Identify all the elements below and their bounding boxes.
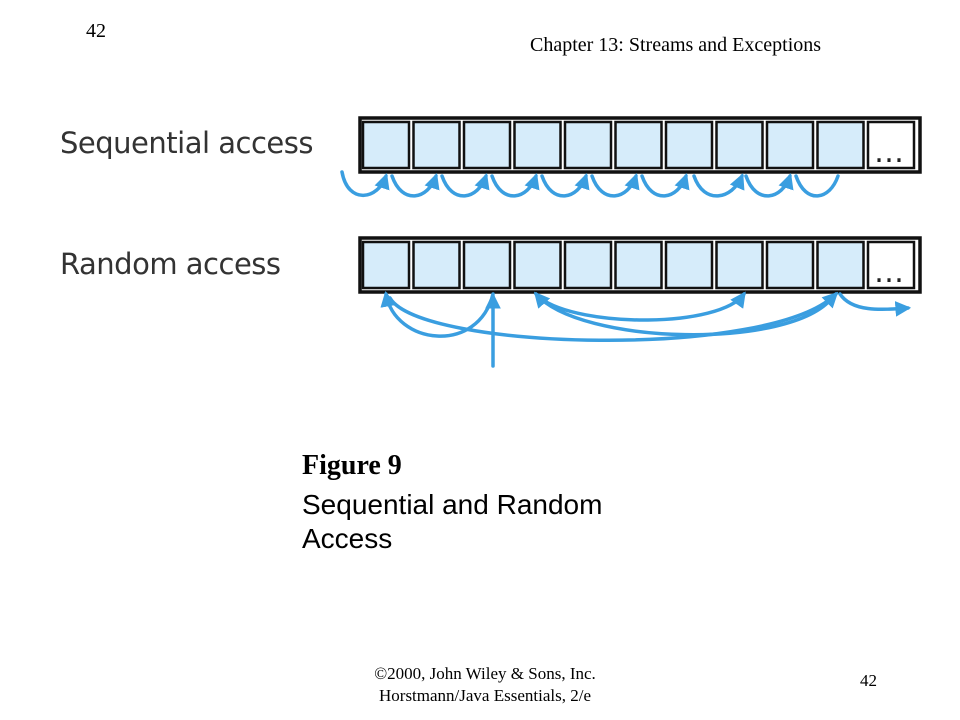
sequential-access-label: Sequential access <box>60 126 313 160</box>
random-cell-10 <box>816 240 865 290</box>
chapter-title: Chapter 13: Streams and Exceptions <box>530 34 822 56</box>
random-cell-6 <box>614 240 663 290</box>
sequential-cell-10 <box>816 120 865 170</box>
random-cell-3 <box>462 240 512 290</box>
rand-arrow-2 <box>388 291 839 343</box>
figure-caption: Sequential and Random Access <box>302 488 702 556</box>
sequential-cell-9 <box>765 120 815 170</box>
sequential-cell-6 <box>614 120 663 170</box>
random-ellipsis: … <box>874 255 904 290</box>
page-number-bottom: 42 <box>860 671 877 690</box>
random-cells <box>358 236 922 294</box>
seq-arrow-10 <box>794 174 840 198</box>
seq-arrow-3 <box>440 173 490 198</box>
sequential-cell-5 <box>563 120 613 170</box>
sequential-ellipsis: … <box>874 135 904 170</box>
figure-caption-line-1: Sequential and Random <box>302 489 603 520</box>
copyright-line-2: Horstmann/Java Essentials, 2/e <box>379 686 591 705</box>
copyright: ©2000, John Wiley & Sons, Inc. Horstmann… <box>360 663 610 707</box>
seq-arrow-6 <box>590 173 640 198</box>
sequential-cell-7 <box>664 120 714 170</box>
rand-arrow-4 <box>538 291 746 322</box>
seq-arrow-8 <box>692 173 745 198</box>
random-cell-1 <box>361 240 411 290</box>
random-cell-2 <box>412 240 461 290</box>
rand-arrow-1 <box>380 290 495 338</box>
sequential-cell-2 <box>412 120 461 170</box>
figure-caption-line-2: Access <box>302 523 393 554</box>
random-cell-4 <box>513 240 562 290</box>
seq-arrow-9 <box>744 173 794 198</box>
seq-arrow-2 <box>390 173 440 198</box>
sequential-cell-3 <box>462 120 512 170</box>
sequential-cell-11 <box>866 120 916 170</box>
random-cell-7 <box>664 240 714 290</box>
random-cell-11 <box>866 240 916 290</box>
seq-arrow-7 <box>640 173 690 198</box>
rand-arrow-3 <box>533 291 834 337</box>
page-number-top: 42 <box>86 20 106 42</box>
random-cell-9 <box>765 240 815 290</box>
copyright-line-1: ©2000, John Wiley & Sons, Inc. <box>374 664 596 683</box>
random-cell-5 <box>563 240 613 290</box>
random-cell-8 <box>715 240 764 290</box>
sequential-cell-1 <box>361 120 411 170</box>
sequential-cell-4 <box>513 120 562 170</box>
sequential-cells <box>358 116 922 174</box>
figure-number: Figure 9 <box>302 450 402 481</box>
seq-arrow-4 <box>490 173 540 198</box>
seq-arrow-1 <box>340 170 390 198</box>
random-access-label: Random access <box>60 247 281 281</box>
seq-arrow-5 <box>540 173 590 198</box>
sequential-cell-8 <box>715 120 764 170</box>
rand-arrow-5 <box>838 292 912 317</box>
